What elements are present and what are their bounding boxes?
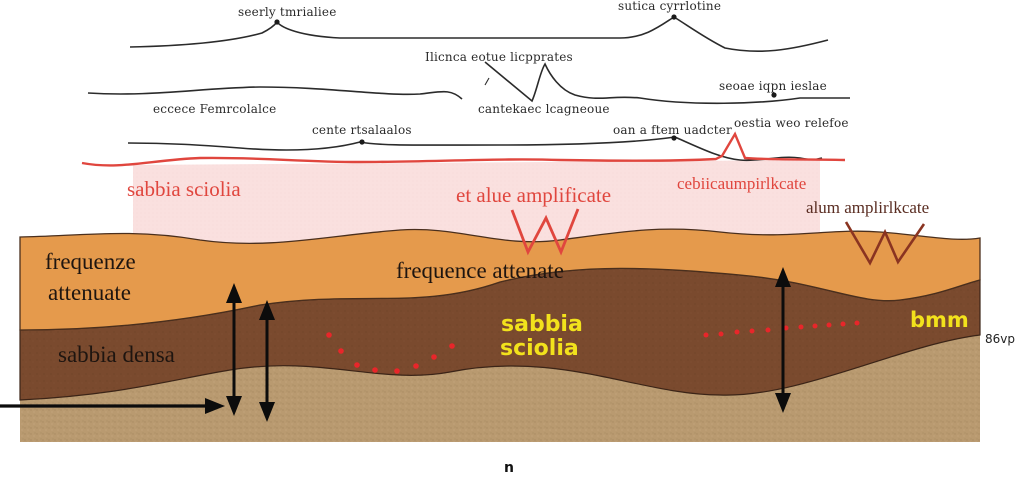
vertical-arrow-1 <box>226 283 242 416</box>
red-amplification-w <box>510 208 580 256</box>
zone-label-amplified-center: et alue amplificate <box>456 183 612 207</box>
wave-peak-marker <box>359 139 365 145</box>
layer-label-loose-sand-1: sabbia <box>501 312 583 337</box>
vertical-arrow-3 <box>775 267 791 413</box>
wave-label-mid-center: Ilicnca eotue licpprates <box>425 50 573 64</box>
side-note-label: 86vp <box>985 332 1015 346</box>
wave-peak-marker <box>274 19 280 25</box>
layer-label-loose-sand-2: sciolia <box>500 336 579 361</box>
wave-peak-marker <box>671 14 677 20</box>
dark-red-amplification-w <box>844 221 926 266</box>
wave-label-lower-right-a: oan a ftem uadcter <box>613 123 732 137</box>
layer-label-attenuated-left-1: frequenze <box>45 249 136 274</box>
wave-line-2 <box>87 86 463 100</box>
wave-label-top-right: sutica cyrrlotine <box>618 0 722 13</box>
pink-amplification-band <box>133 160 820 245</box>
wave-label-lower-center: cente rtsalaalos <box>312 123 412 137</box>
zone-label-amplified-far-right: alum amplirlkcate <box>806 198 930 217</box>
red-dots-right <box>703 320 860 338</box>
layer-label-attenuated-center: frequence attenate <box>396 258 564 283</box>
wave-label-mid-left: eccece Femrcolalce <box>153 102 277 116</box>
layer-label-dense-sand: sabbia densa <box>58 342 175 367</box>
wave-peak-marker <box>771 92 777 98</box>
footer-label: n <box>504 460 514 476</box>
wave-tick <box>484 77 490 86</box>
wave-peak-marker <box>671 135 677 141</box>
vertical-arrow-2 <box>259 300 275 422</box>
red-wave-line <box>81 131 846 167</box>
horizontal-arrow <box>0 398 225 414</box>
wave-line-3 <box>484 61 850 105</box>
zone-label-loose-sand: sabbia sciolia <box>127 177 241 201</box>
wave-label-lower-right-b: oestia weo relefoe <box>734 116 849 130</box>
layer-label-right: bmm <box>910 308 969 332</box>
wave-line-1 <box>129 16 829 53</box>
wave-label-mid-right: seoae iqpn ieslae <box>719 79 827 93</box>
layer-label-attenuated-left-2: attenuate <box>48 280 132 305</box>
red-dots-center <box>326 332 455 374</box>
wave-label-top-left: seerly tmrialiee <box>238 5 337 19</box>
wave-label-mid-center-low: cantekaec lcagneoue <box>478 102 610 116</box>
zone-label-amplified-right: cebiicaumpirlkcate <box>677 174 807 193</box>
orange-layer <box>19 228 981 331</box>
sand-layer <box>20 335 980 442</box>
